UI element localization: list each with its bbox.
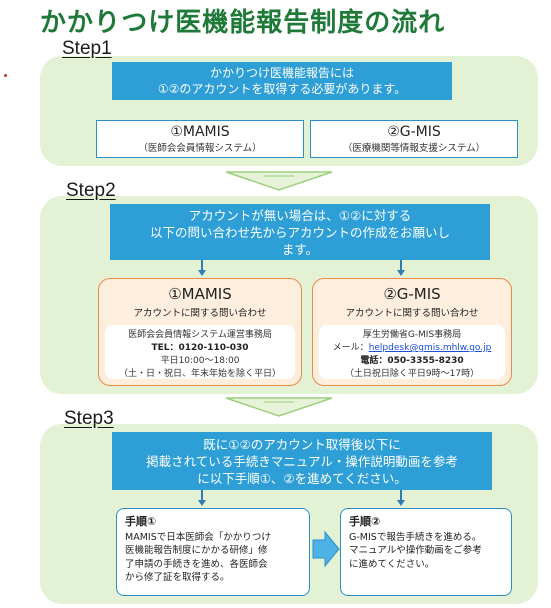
mamis-closed: （土・日・祝日、年末年始を除く平日）	[118, 369, 281, 379]
step2-label: Step2	[66, 180, 116, 201]
procedure-1-line: MAMISで日本医師会「かかりつけ	[125, 531, 271, 543]
procedure-2-line: に進めてください。	[349, 558, 435, 570]
down-arrow-icon	[198, 500, 206, 506]
gmis-hours: （土日祝日除く平日9時～17時）	[344, 369, 480, 379]
step2-mamis-sub: アカウントに関する問い合わせ	[133, 308, 267, 319]
procedure-1-title: 手順①	[125, 515, 157, 528]
step1-gmis-desc: （医療機関等情報支援システム）	[342, 143, 486, 154]
procedure-1-box: 手順① MAMISで日本医師会「かかりつけ 医機能報告制度にかかる研修」修 了申…	[116, 508, 310, 596]
step3-banner: 既に①②のアカウント取得後以下に 掲載されている手続きマニュアル・操作説明動画を…	[112, 432, 492, 490]
step2-gmis-contact-details: 厚生労働省G-MIS事務局 メール：helpdesk@gmis.mhlw.go.…	[319, 325, 505, 379]
procedure-2-title: 手順②	[349, 515, 381, 528]
step2-banner-line2: 以下の問い合わせ先からアカウントの作成をお願いし	[149, 224, 450, 240]
step2-banner-line3: ます。	[281, 241, 319, 257]
step2-gmis-name: ②G-MIS	[383, 285, 441, 303]
gmis-office: 厚生労働省G-MIS事務局	[362, 330, 462, 340]
step1-label: Step1	[62, 38, 112, 59]
step2-gmis-contact-card: ②G-MIS アカウントに関する問い合わせ 厚生労働省G-MIS事務局 メール：…	[312, 278, 512, 386]
step3-label: Step3	[64, 408, 114, 429]
right-arrow-icon	[312, 530, 340, 568]
down-arrow-icon	[397, 270, 405, 276]
down-chevron-icon	[225, 397, 333, 417]
step1-banner-line2: ①②のアカウントを取得する必要があります。	[157, 82, 407, 96]
procedure-2-line: G-MISで報告手続きを進める。	[349, 531, 482, 543]
step1-gmis-name: ②G-MIS	[387, 124, 441, 140]
step1-gmis-box: ②G-MIS （医療機関等情報支援システム）	[310, 120, 518, 158]
step1-banner: かかりつけ医機能報告には ①②のアカウントを取得する必要があります。	[112, 62, 452, 100]
step1-banner-line1: かかりつけ医機能報告には	[209, 66, 355, 80]
step2-mamis-contact-card: ①MAMIS アカウントに関する問い合わせ 医師会会員情報システム運営事務局 T…	[98, 278, 302, 386]
mamis-office: 医師会会員情報システム運営事務局	[128, 330, 272, 340]
down-arrow-icon	[397, 500, 405, 506]
procedure-1-line: 了申請の手続きを進め、各医師会	[125, 558, 268, 570]
step3-banner-line3: に以下手順①、②を進めてください。	[197, 470, 407, 486]
step2-gmis-sub: アカウントに関する問い合わせ	[345, 308, 479, 319]
down-arrow-icon	[198, 270, 206, 276]
mamis-tel: TEL：0120-110-030	[151, 343, 249, 353]
connector-line	[201, 260, 203, 272]
procedure-1-line: 医機能報告制度にかかる研修」修	[125, 545, 268, 556]
gmis-tel: 電話：050-3355-8230	[360, 356, 464, 366]
gmis-mail-link[interactable]: helpdesk@gmis.mhlw.go.jp	[368, 343, 492, 353]
down-chevron-icon	[225, 171, 333, 191]
page-title: かかりつけ医機能報告制度の流れ	[40, 8, 446, 38]
step1-mamis-box: ①MAMIS （医師会会員情報システム）	[96, 120, 304, 158]
step2-banner-line1: アカウントが無い場合は、①②に対する	[188, 207, 412, 223]
step2-banner: アカウントが無い場合は、①②に対する 以下の問い合わせ先からアカウントの作成をお…	[110, 204, 490, 260]
connector-line	[201, 490, 203, 502]
step3-banner-line2: 掲載されている手続きマニュアル・操作説明動画を参考	[146, 453, 458, 469]
gmis-mail-row: メール：helpdesk@gmis.mhlw.go.jp	[319, 342, 505, 355]
procedure-2-line: マニュアルや操作動画をご参考	[349, 545, 482, 556]
step2-mamis-contact-details: 医師会会員情報システム運営事務局 TEL：0120-110-030 平日10:0…	[105, 325, 295, 379]
connector-line	[400, 260, 402, 272]
mamis-hours: 平日10:00～18:00	[160, 356, 240, 366]
step1-mamis-name: ①MAMIS	[170, 124, 230, 140]
bullet-dot	[4, 74, 7, 77]
step1-mamis-desc: （医師会会員情報システム）	[138, 143, 262, 154]
step2-mamis-name: ①MAMIS	[168, 285, 232, 303]
step3-banner-line1: 既に①②のアカウント取得後以下に	[203, 436, 401, 452]
connector-line	[400, 490, 402, 502]
gmis-mail-label: メール：	[332, 343, 369, 353]
procedure-1-line: から修了証を取得する。	[125, 572, 230, 583]
procedure-2-box: 手順② G-MISで報告手続きを進める。 マニュアルや操作動画をご参考 に進めて…	[340, 508, 512, 596]
